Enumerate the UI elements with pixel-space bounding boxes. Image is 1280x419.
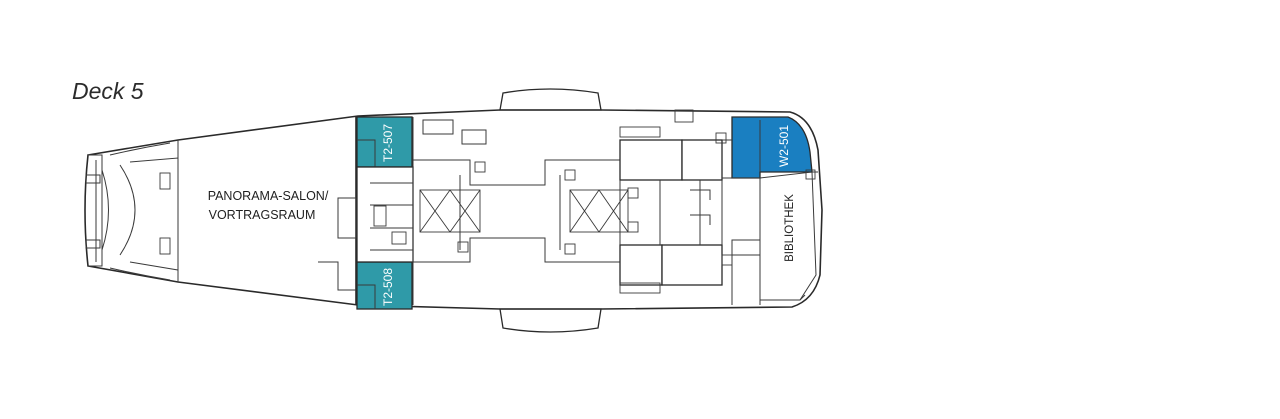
library: BIBLIOTHEK bbox=[759, 169, 817, 301]
bridge-wing-top bbox=[499, 88, 602, 111]
deck-title: Deck 5 bbox=[72, 78, 144, 104]
cabin-T2-508[interactable]: T2-508 bbox=[356, 261, 413, 310]
stairwell-aft bbox=[356, 117, 414, 305]
hull-outline bbox=[84, 109, 823, 310]
forward-rooms bbox=[619, 109, 761, 305]
library-label: BIBLIOTHEK bbox=[784, 194, 796, 262]
cabin-W2-501[interactable]: W2-501 bbox=[731, 116, 813, 179]
cabin-label-T2-507: T2-507 bbox=[381, 124, 395, 162]
central-area bbox=[413, 119, 639, 263]
panorama-salon-label-line1: PANORAMA-SALON/ bbox=[208, 189, 329, 203]
cabin-label-W2-501: W2-501 bbox=[777, 125, 791, 167]
cabin-T2-507[interactable]: T2-507 bbox=[356, 116, 413, 168]
stern bbox=[85, 140, 179, 282]
panorama-salon-label-line2: VORTRAGSRAUM bbox=[209, 208, 316, 222]
bridge-wing-bottom bbox=[499, 308, 602, 333]
panorama-salon: PANORAMA-SALON/ VORTRAGSRAUM bbox=[208, 116, 357, 305]
cabin-label-T2-508: T2-508 bbox=[381, 268, 395, 306]
bow bbox=[799, 171, 818, 301]
